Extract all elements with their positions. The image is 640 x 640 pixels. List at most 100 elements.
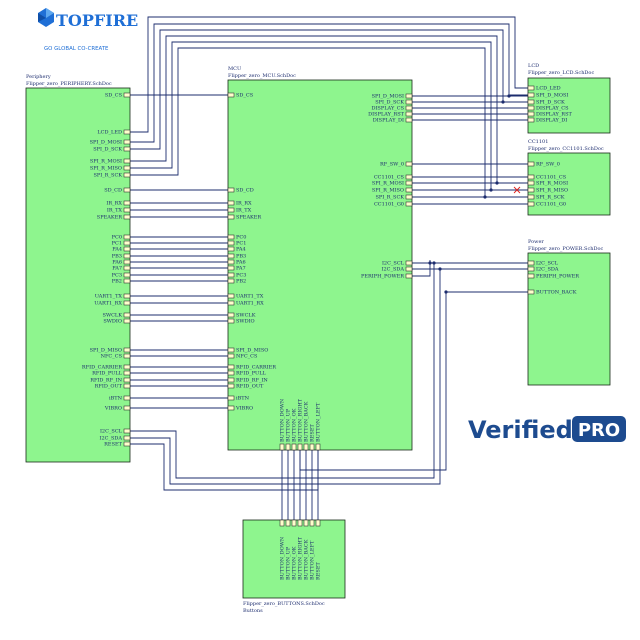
cc1101-rf-sw-0-port xyxy=(527,161,535,167)
wire-spi-d-mosi xyxy=(130,23,528,143)
lcd-spi-d-mosi-port xyxy=(527,92,535,98)
mcu-pin-spi-r-mosi: SPI_R_MOSI xyxy=(372,181,404,187)
mcu-pin-swdio: SWDIO xyxy=(236,319,255,325)
mcu-pin-i2c-scl: I2C_SCL xyxy=(382,261,405,267)
periphery-pin-nfc-cs: NFC_CS xyxy=(101,354,123,360)
periphery-pc1-port xyxy=(123,240,131,246)
wire-periph-power xyxy=(412,260,431,277)
buttons-button-down-port xyxy=(279,519,285,527)
logo-tagline: GO GLOBAL CO-CREATE xyxy=(44,46,109,52)
no-connect-mark xyxy=(513,186,521,194)
power-pin-periph-power: PERIPH_POWER xyxy=(536,274,579,280)
periphery-ibtn-port xyxy=(123,395,131,401)
periphery-rfid-pull-port xyxy=(123,370,131,376)
mcu-left-rfid-rf-in-port xyxy=(227,377,235,383)
periphery-pin-swdio: SWDIO xyxy=(103,319,122,325)
periphery-pin-spi-r-miso: SPI_R_MISO xyxy=(90,166,122,172)
periphery-i2c-sda-port xyxy=(123,435,131,441)
periphery-rfid-out-port xyxy=(123,383,131,389)
periphery-pin-spi-d-sck: SPI_D_SCK xyxy=(93,147,122,153)
lcd-title: LCD xyxy=(528,63,539,69)
mcu-title: MCU xyxy=(228,66,241,72)
periphery-nfc-cs-port xyxy=(123,353,131,359)
junction-dot xyxy=(428,261,432,265)
cc1101-pin-cc1101-cs: CC1101_CS xyxy=(536,175,567,181)
power-button-back-port xyxy=(527,289,535,295)
mcu-pin-display-di: DISPLAY_DI xyxy=(373,118,404,124)
mcu-pin-spi-d-sck: SPI_D_SCK xyxy=(375,100,404,106)
periphery-pin-sd-cd: SD_CD xyxy=(104,188,122,194)
mcu-right-spi-d-mosi-port xyxy=(405,93,413,99)
periphery-pin-rfid-pull: RFID_PULL xyxy=(92,371,123,377)
mcu-pin-cc1101-cs: CC1101_CS xyxy=(374,175,405,181)
mcu-left-pc0-port xyxy=(227,234,235,240)
buttons-button-up-port xyxy=(285,519,291,527)
mcu-left-rfid-carrier-port xyxy=(227,364,235,370)
verified-pro-watermark: Verified PRO xyxy=(468,416,626,444)
cc1101-spi-r-mosi-port xyxy=(527,180,535,186)
mcu-pin-uart1-tx: UART1_TX xyxy=(236,294,264,300)
lcd-pin-lcd-led: LCD_LED xyxy=(536,86,561,92)
periphery-sd-cd-port xyxy=(123,187,131,193)
mcu-bottom-button-up-port xyxy=(285,443,291,451)
mcu-bottom-reset-port xyxy=(309,443,315,451)
periphery-swclk-port xyxy=(123,312,131,318)
mcu-pin-rfid-carrier: RFID_CARRIER xyxy=(236,365,276,371)
mcu-pin-pb3: PB3 xyxy=(236,254,246,260)
buttons-pin-button-back: BUTTON_BACK xyxy=(304,539,310,580)
periphery-rfid-carrier-port xyxy=(123,364,131,370)
mcu-pin-pb2: PB2 xyxy=(236,279,246,285)
mcu-pin-pa4: PA4 xyxy=(236,247,246,253)
mcu-pin-uart1-rx: UART1_RX xyxy=(236,301,264,307)
mcu-pin-vibro: VIBRO xyxy=(235,406,253,412)
junction-dot xyxy=(432,261,436,265)
mcu-left-uart1-rx-port xyxy=(227,300,235,306)
power-title: Power xyxy=(528,239,544,245)
junction-dot xyxy=(507,94,511,98)
mcu-pin-i2c-sda: I2C_SDA xyxy=(381,267,404,273)
mcu-right-spi-r-miso-port xyxy=(405,187,413,193)
cc1101-cc1101-cs-port xyxy=(527,174,535,180)
cc1101-spi-r-sck-port xyxy=(527,194,535,200)
periphery-pin-spi-r-mosi: SPI_R_MOSI xyxy=(90,159,122,165)
periphery-uart1-rx-port xyxy=(123,300,131,306)
buttons-reset-port xyxy=(315,519,321,527)
lcd-lcd-led-port xyxy=(527,85,535,91)
periphery-pin-spi-d-mosi: SPI_D_MOSI xyxy=(90,140,122,146)
mcu-pin-speaker: SPEAKER xyxy=(236,215,261,221)
mcu-bottom-button-back-port xyxy=(303,443,309,451)
mcu-left-ibtn-port xyxy=(227,395,235,401)
mcu-right-display-di-port xyxy=(405,117,413,123)
periphery-pin-pa7: PA7 xyxy=(112,266,122,272)
periphery-pin-pb3: PB3 xyxy=(112,254,122,260)
mcu-right-display-cs-port xyxy=(405,105,413,111)
mcu-bottom-button-left-port xyxy=(315,443,321,451)
buttons-title: Buttons xyxy=(243,608,263,614)
lcd-display-di-port xyxy=(527,117,535,123)
lcd-pin-display-rst: DISPLAY_RST xyxy=(536,112,572,118)
watermark-word: Verified xyxy=(468,416,573,444)
lcd-sheet xyxy=(527,77,611,134)
mcu-sheet xyxy=(227,79,413,451)
mcu-left-rfid-out-port xyxy=(227,383,235,389)
mcu-pin-spi-r-sck: SPI_R_SCK xyxy=(375,195,404,201)
periphery-spi-d-sck-port xyxy=(123,146,131,152)
net-wires xyxy=(130,16,528,520)
mcu-left-swdio-port xyxy=(227,318,235,324)
mcu-left-pa7-port xyxy=(227,265,235,271)
mcu-pin-pc1: PC1 xyxy=(236,241,246,247)
mcu-left-ir-tx-port xyxy=(227,207,235,213)
periphery-spi-r-sck-port xyxy=(123,172,131,178)
periphery-spi-r-mosi-port xyxy=(123,158,131,164)
periphery-pin-spi-d-miso: SPI_D_MISO xyxy=(90,348,122,354)
mcu-bottom-button-down-port xyxy=(279,443,285,451)
periphery-pc0-port xyxy=(123,234,131,240)
buttons-button-back-port xyxy=(303,519,309,527)
periphery-pin-speaker: SPEAKER xyxy=(97,215,122,221)
junction-dot xyxy=(495,181,499,185)
lcd-pin-display-di: DISPLAY_DI xyxy=(536,118,567,124)
periphery-pin-swclk: SWCLK xyxy=(103,313,123,319)
cc1101-cc1101-g0-port xyxy=(527,201,535,207)
topfire-logo: TOPFIRE GO GLOBAL CO-CREATE xyxy=(38,8,138,52)
mcu-pin-spi-r-miso: SPI_R_MISO xyxy=(372,188,404,194)
